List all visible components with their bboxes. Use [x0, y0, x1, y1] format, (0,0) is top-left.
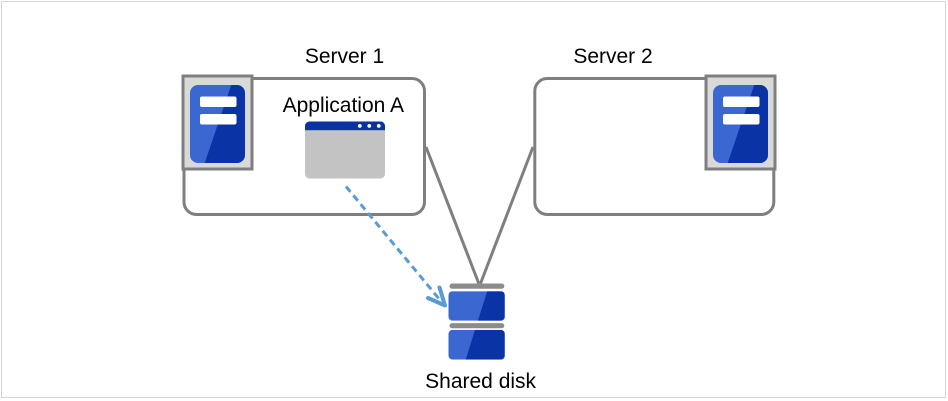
- window-titlebar: [305, 121, 385, 131]
- shared-disk-label: Shared disk: [425, 369, 537, 393]
- server2-disk-connector: [479, 146, 535, 285]
- server1-disk-connector: [424, 146, 481, 285]
- application-label: Application A: [282, 94, 405, 118]
- window-dot: [376, 124, 381, 128]
- arrow-head: [426, 285, 447, 308]
- server1-label: Server 1: [304, 44, 385, 68]
- arrow-shaft: [344, 185, 442, 301]
- server2-icon: [704, 74, 777, 171]
- server2-label: Server 2: [573, 44, 653, 68]
- disk-cap: [449, 323, 505, 329]
- application-window-icon: [305, 121, 385, 179]
- shared-disk-icon: [448, 283, 505, 360]
- window-dot: [367, 124, 372, 128]
- window-dot: [357, 124, 362, 128]
- disk-cap: [449, 283, 505, 289]
- application-to-disk-arrow: [344, 185, 447, 308]
- server1-icon: [181, 74, 254, 171]
